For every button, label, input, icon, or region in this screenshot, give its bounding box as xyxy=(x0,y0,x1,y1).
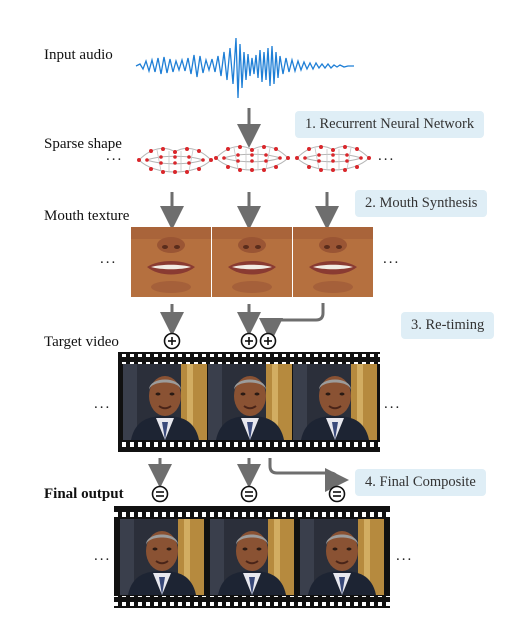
target-video-filmstrip xyxy=(118,352,380,452)
mouth-texture-tile xyxy=(212,227,292,297)
ellipsis-final-left: ... xyxy=(94,548,112,564)
mouth-landmarks-icon xyxy=(294,144,372,173)
final-output-label: Final output xyxy=(44,486,124,502)
mouth-texture-label: Mouth texture xyxy=(44,208,130,224)
ellipsis-final-right: ... xyxy=(396,548,414,564)
ellipsis-target-right: ... xyxy=(384,396,402,412)
face-video-frame-icon xyxy=(207,363,293,441)
circled-equals-icon xyxy=(328,485,346,503)
audio-waveform xyxy=(135,37,354,99)
final-output-filmstrip xyxy=(114,506,390,608)
circled-plus-icon xyxy=(259,332,277,350)
face-video-frame-icon xyxy=(299,518,385,596)
circled-plus-icon xyxy=(163,332,181,350)
ellipsis-texture-left: ... xyxy=(100,251,118,267)
input-audio-label: Input audio xyxy=(44,47,113,63)
ellipsis-shape-left: ... xyxy=(106,148,124,164)
mouth-landmarks-icon xyxy=(136,146,214,175)
circled-equals-icon xyxy=(240,485,258,503)
composite-arrow xyxy=(268,458,349,492)
face-video-frame-icon xyxy=(292,363,378,441)
face-video-frame-icon xyxy=(122,363,208,441)
mouth-texture-tile xyxy=(131,227,211,297)
ellipsis-shape-right: ... xyxy=(378,148,396,164)
mouth-landmarks-icon xyxy=(213,144,291,173)
circled-plus-icon xyxy=(240,332,258,350)
circled-equals-icon xyxy=(151,485,169,503)
step-final-composite: 4. Final Composite xyxy=(355,469,486,496)
step-re-timing: 3. Re-timing xyxy=(401,312,495,339)
ellipsis-texture-right: ... xyxy=(383,251,401,267)
retiming-arrow xyxy=(259,303,325,342)
step-recurrent-neural-network: 1. Recurrent Neural Network xyxy=(295,111,485,138)
ellipsis-target-left: ... xyxy=(94,396,112,412)
sparse-shape-label: Sparse shape xyxy=(44,136,122,152)
step-mouth-synthesis: 2. Mouth Synthesis xyxy=(355,190,488,217)
target-video-label: Target video xyxy=(44,334,119,350)
face-video-frame-icon xyxy=(209,518,295,596)
face-video-frame-icon xyxy=(119,518,205,596)
mouth-texture-tile xyxy=(293,227,373,297)
